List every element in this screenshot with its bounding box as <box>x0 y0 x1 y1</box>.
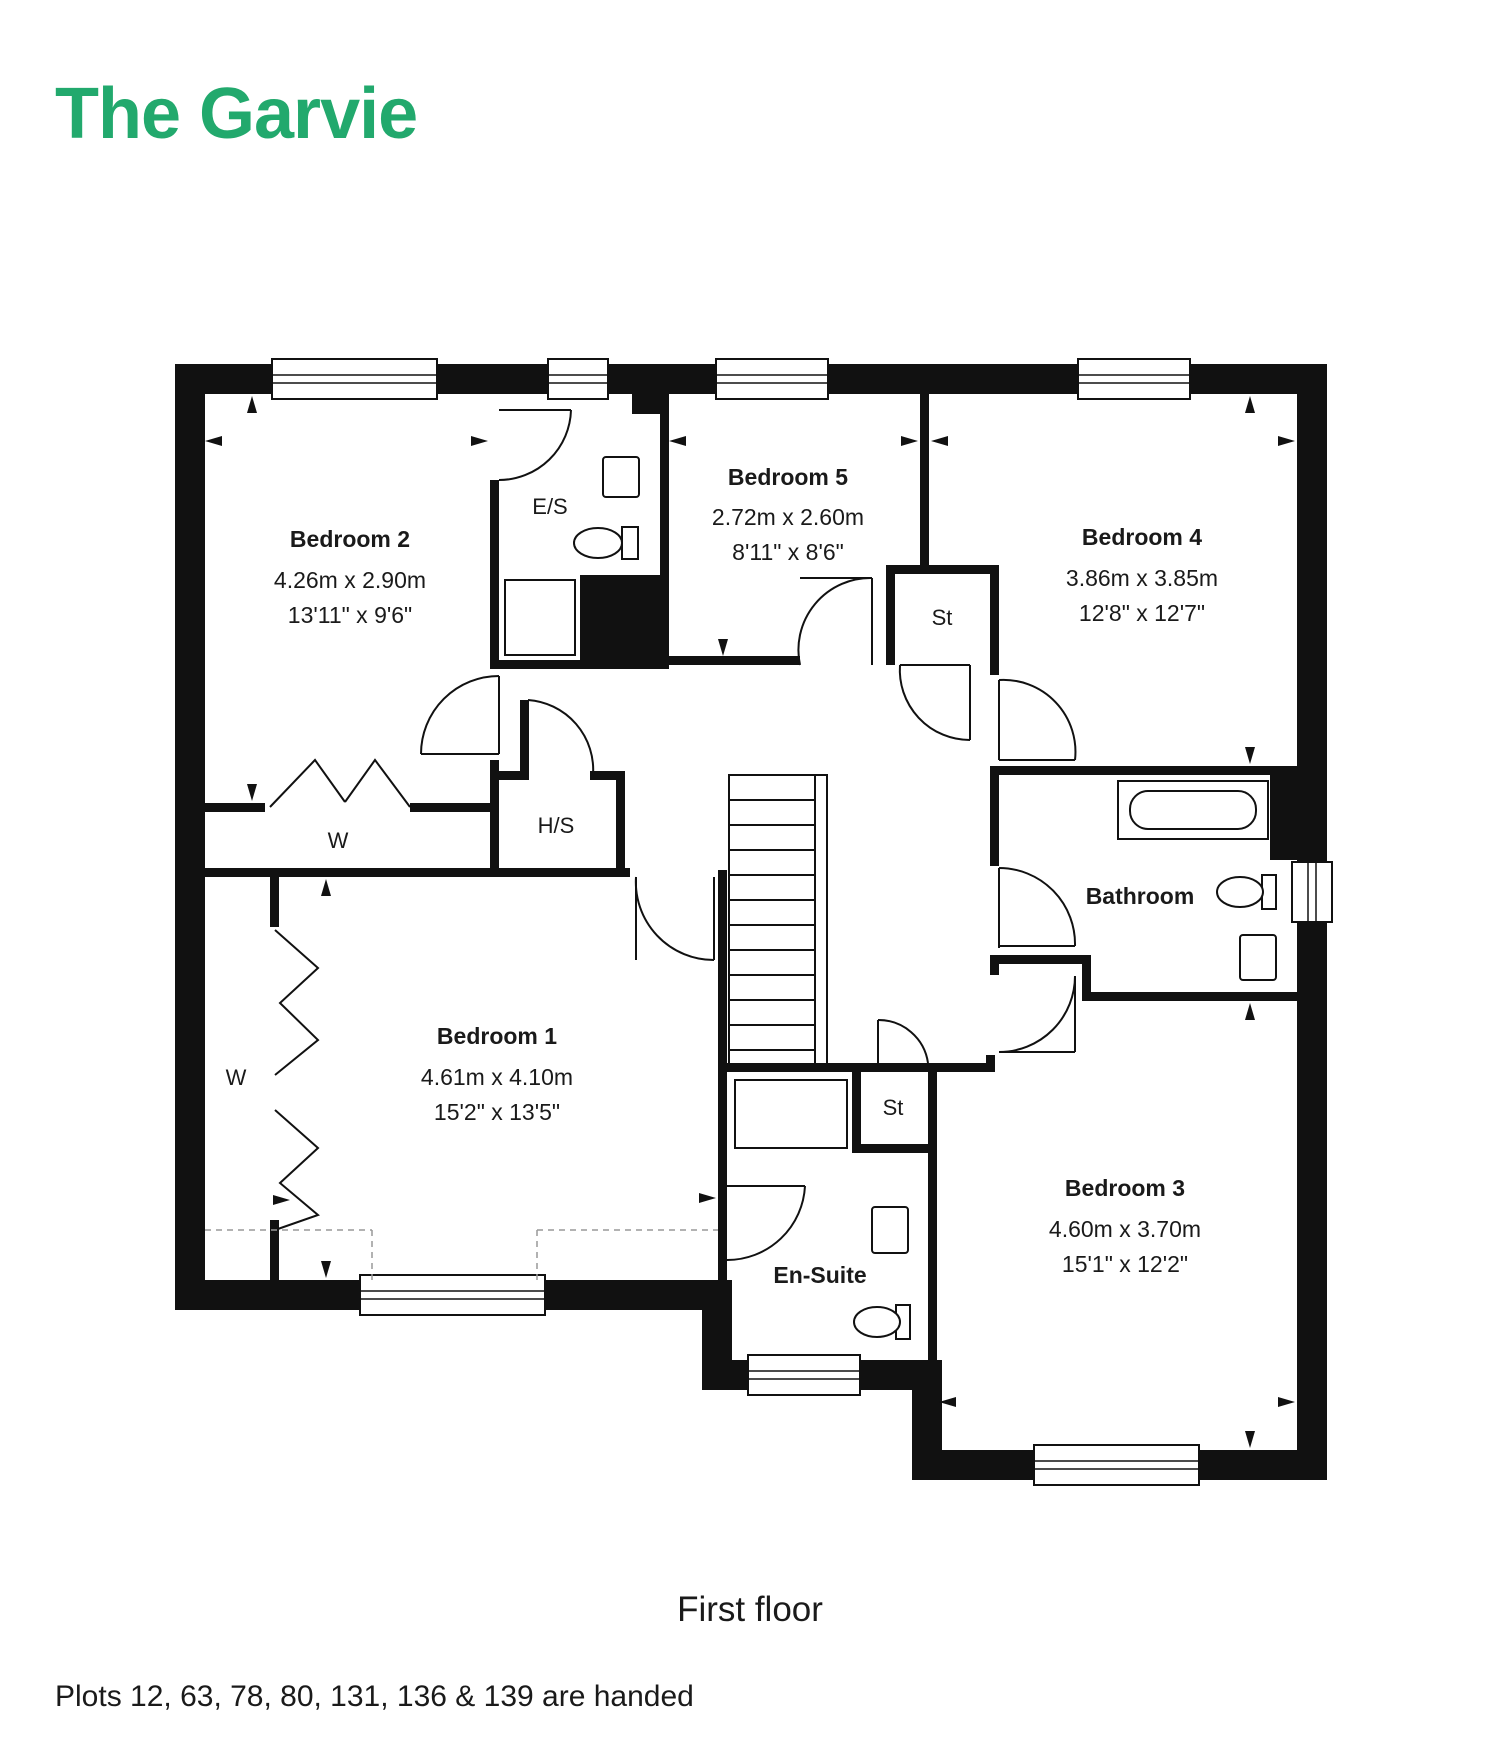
wardrobe-bed2-label: W <box>328 828 349 853</box>
wardrobe-bed1-label: W <box>226 1065 247 1090</box>
bedroom3-name: Bedroom 3 <box>1065 1175 1185 1201</box>
floor-label: First floor <box>677 1590 823 1629</box>
bedroom5-metric: 2.72m x 2.60m <box>712 504 864 530</box>
bedroom2-name: Bedroom 2 <box>290 526 410 552</box>
dimension-arrows <box>205 396 1295 1448</box>
windows <box>271 358 1333 1486</box>
bedroom2-metric: 4.26m x 2.90m <box>274 567 426 593</box>
bedroom2-imperial: 13'11" x 9'6" <box>288 602 412 628</box>
bedroom1-imperial: 15'2" x 13'5" <box>434 1099 560 1125</box>
plots-note: Plots 12, 63, 78, 80, 131, 136 & 139 are… <box>55 1680 694 1713</box>
bedroom4-name: Bedroom 4 <box>1082 524 1202 550</box>
window-glazing-lines <box>272 374 1317 1470</box>
hs-label: H/S <box>538 813 575 838</box>
bay-outline <box>205 1229 718 1280</box>
doors <box>420 409 1077 1262</box>
es-label: E/S <box>532 494 567 519</box>
ensuite-name: En-Suite <box>773 1262 866 1288</box>
bedroom5-imperial: 8'11" x 8'6" <box>732 539 844 565</box>
bathroom-name: Bathroom <box>1086 883 1195 909</box>
bedroom3-imperial: 15'1" x 12'2" <box>1062 1251 1188 1277</box>
plan-title: The Garvie <box>55 74 418 154</box>
staircase <box>728 774 828 1066</box>
fixtures <box>504 456 1277 1340</box>
wardrobe-doors <box>269 758 411 1231</box>
bedroom4-metric: 3.86m x 3.85m <box>1066 565 1218 591</box>
bedroom5-name: Bedroom 5 <box>728 464 848 490</box>
store-lower-label: St <box>883 1095 904 1120</box>
store-upper-label: St <box>932 605 953 630</box>
bedroom1-metric: 4.61m x 4.10m <box>421 1064 573 1090</box>
bedroom4-imperial: 12'8" x 12'7" <box>1079 600 1205 626</box>
bedroom1-name: Bedroom 1 <box>437 1023 557 1049</box>
bedroom3-metric: 4.60m x 3.70m <box>1049 1216 1201 1242</box>
